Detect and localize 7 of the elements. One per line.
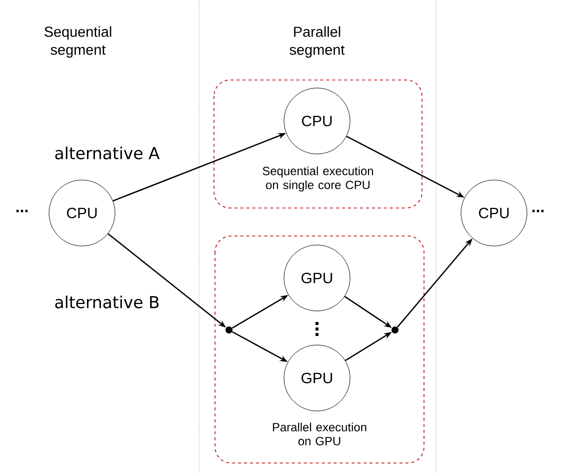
alternative-label: alternative B [55, 296, 159, 308]
ellipsis: ... [16, 210, 28, 212]
junction-dot [226, 326, 232, 334]
segment-heading: Sequential segment [44, 26, 112, 58]
alternative-label: alternative A [55, 146, 160, 160]
junction-dot [392, 326, 398, 334]
segment-heading: Parallel segment [290, 26, 345, 58]
